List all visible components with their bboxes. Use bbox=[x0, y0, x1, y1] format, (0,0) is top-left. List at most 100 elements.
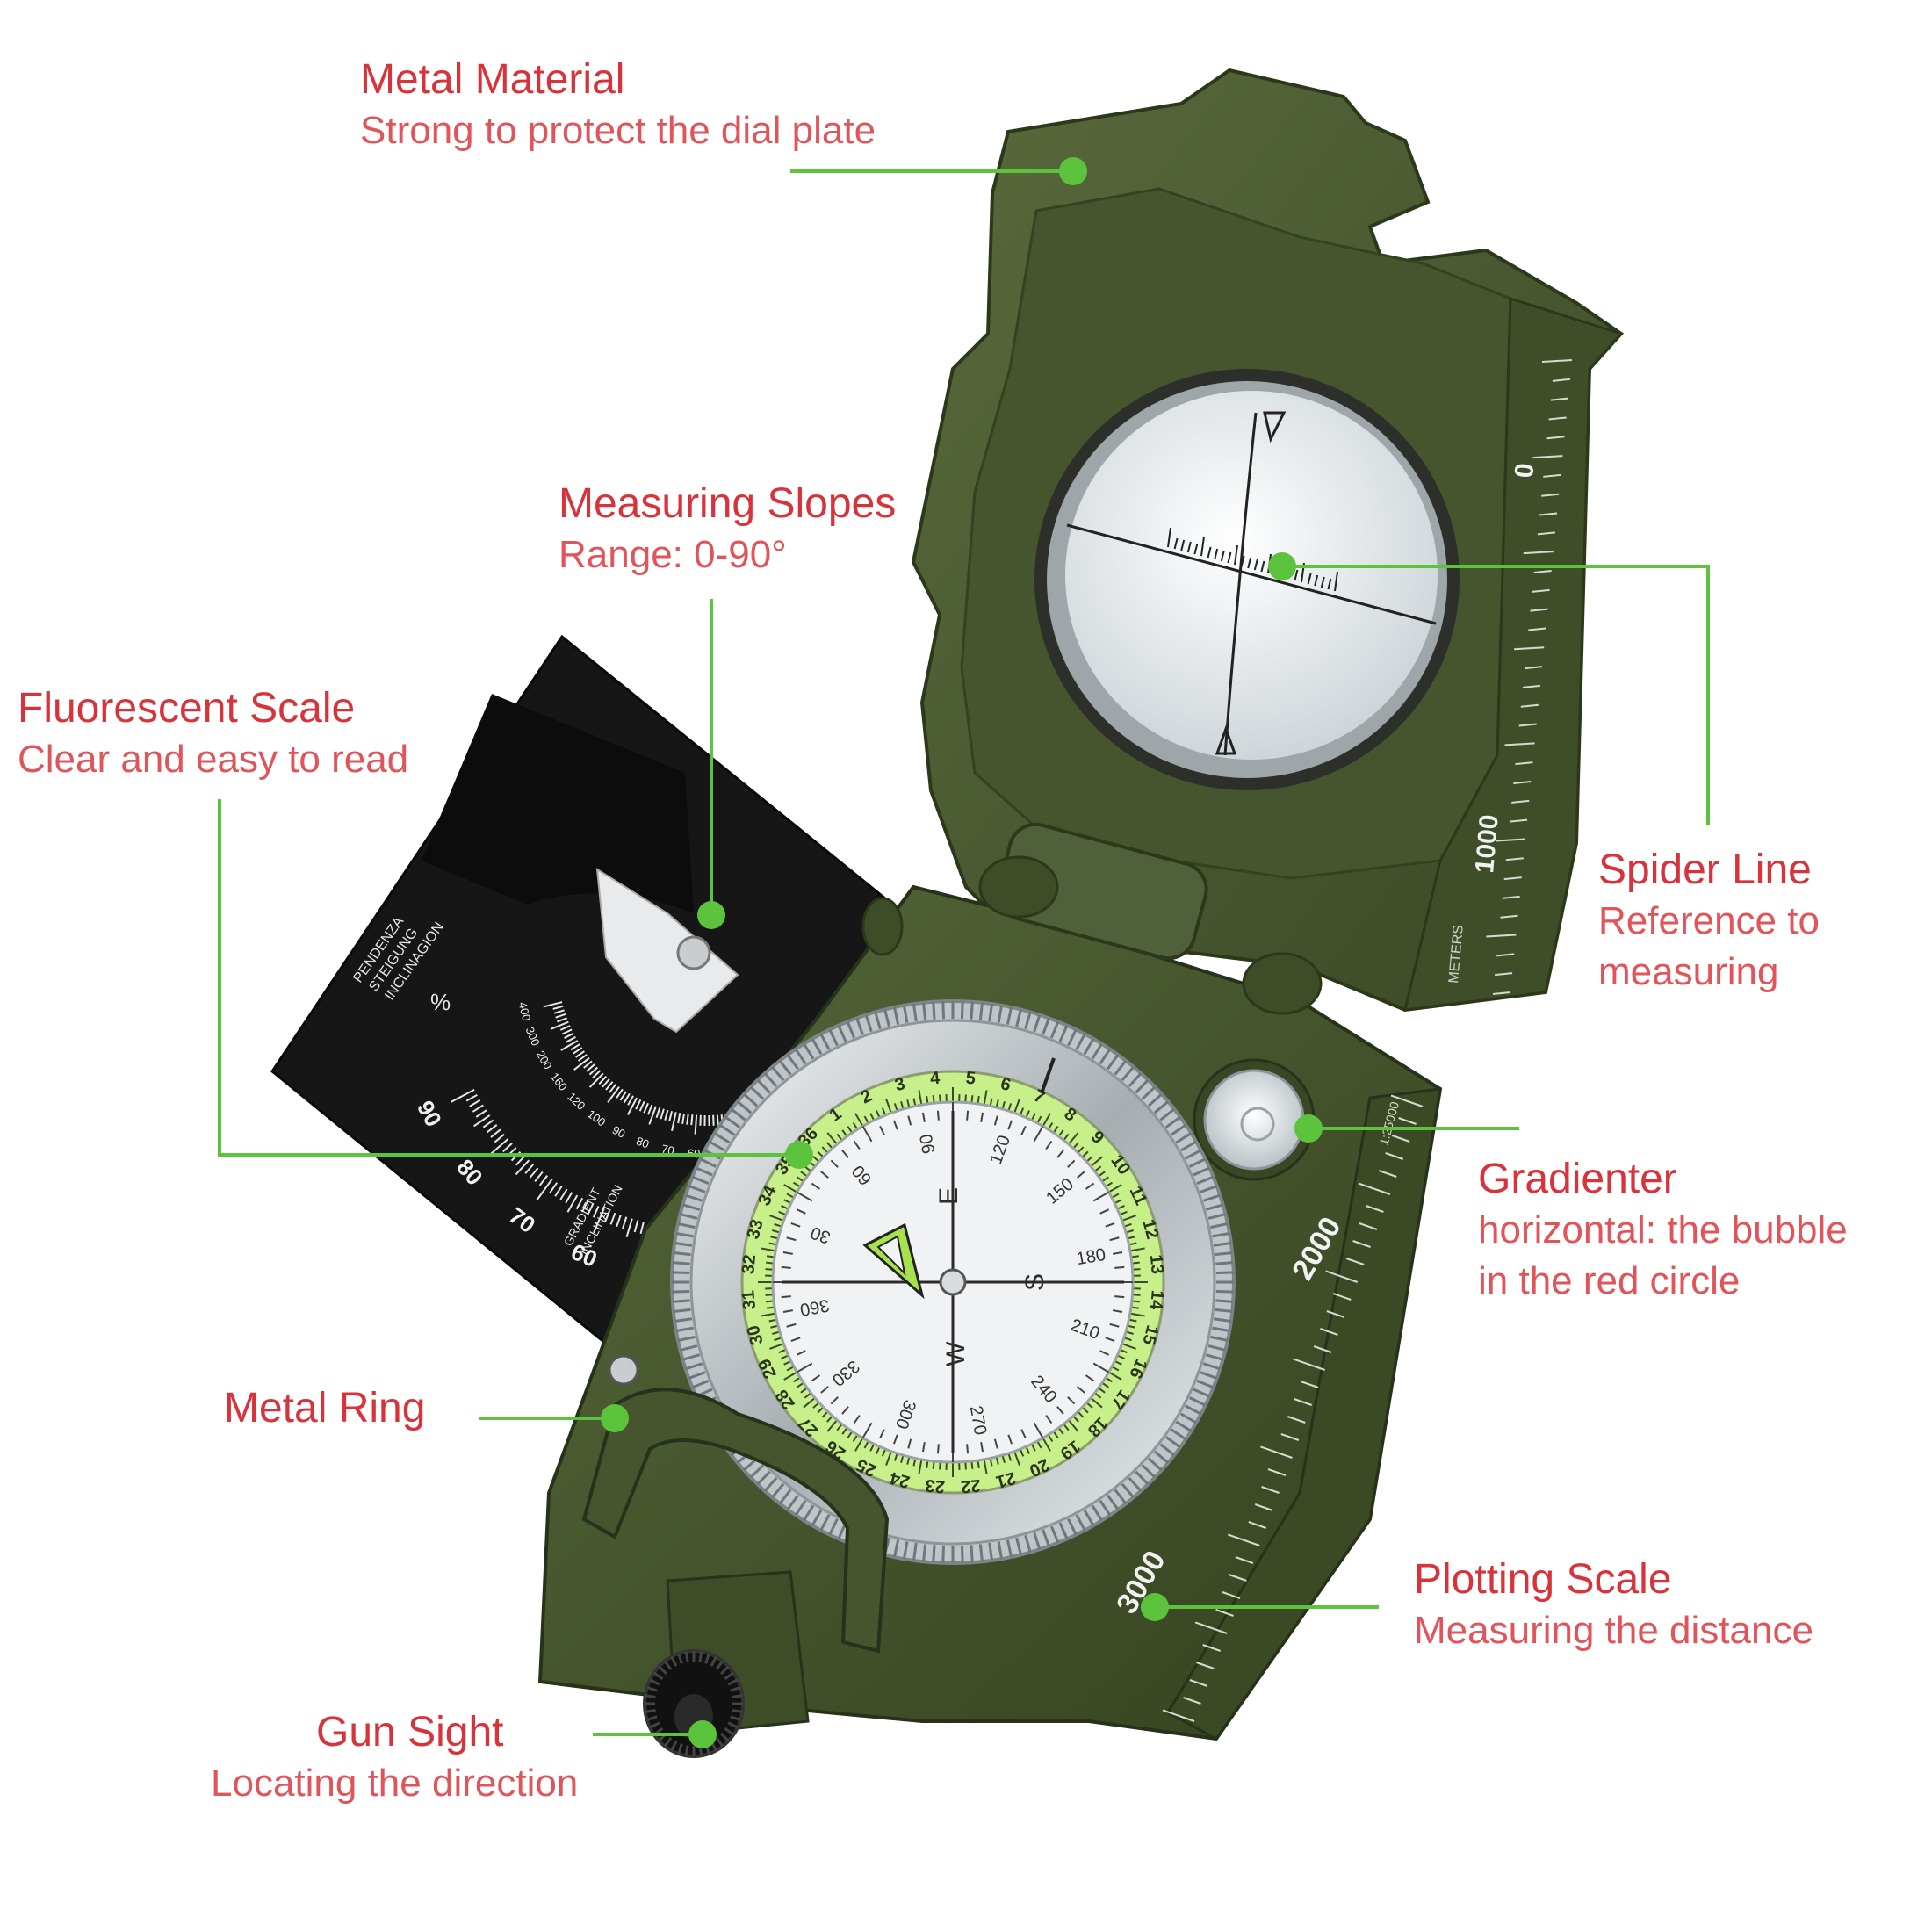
bezel-tick bbox=[847, 1126, 854, 1134]
knurl-tick bbox=[1170, 1428, 1187, 1441]
knurl-tick bbox=[1153, 1100, 1170, 1114]
bezel-tick bbox=[1123, 1337, 1132, 1342]
base-ruler-tick bbox=[1391, 1135, 1410, 1143]
bezel-tick bbox=[1090, 1156, 1103, 1167]
clino-degree-tick bbox=[536, 1179, 553, 1201]
clino-degree-tick bbox=[565, 1192, 573, 1204]
bezel-tick bbox=[792, 1181, 801, 1188]
reticle-tick bbox=[1214, 548, 1219, 560]
base-ruler-tick bbox=[1293, 1358, 1325, 1371]
callout-metal-material: Metal Material Strong to protect the dia… bbox=[360, 54, 876, 156]
knurl-tick bbox=[756, 1078, 771, 1094]
bezel-tick bbox=[1127, 1236, 1135, 1240]
knurl-tick bbox=[675, 1231, 694, 1238]
bezel-tick bbox=[1108, 1371, 1122, 1381]
knurl-tick bbox=[1212, 1326, 1230, 1333]
bezel-tick bbox=[836, 1133, 843, 1142]
clino-degree-tick bbox=[609, 1212, 616, 1225]
clino-degree-tick bbox=[592, 1206, 600, 1218]
knurl-tick bbox=[786, 1054, 799, 1071]
knurl-tick bbox=[1210, 1222, 1229, 1229]
compass-base: 2000 3000 1:25000 bbox=[537, 822, 1443, 1758]
dial-tick bbox=[830, 1396, 839, 1405]
reticle-tick bbox=[1320, 576, 1325, 588]
reticle-tick bbox=[1220, 550, 1225, 562]
knurl-tick bbox=[709, 1140, 725, 1152]
dial-tick bbox=[879, 1125, 885, 1135]
bezel-tick bbox=[770, 1324, 779, 1329]
cardinal-east: E bbox=[934, 1187, 963, 1205]
lid-ruler-tick bbox=[1511, 799, 1530, 804]
clino-percent-tick bbox=[668, 1110, 673, 1122]
bezel-tick bbox=[1025, 1445, 1030, 1454]
knurl-tick bbox=[1083, 1038, 1095, 1055]
base-ruler-tick bbox=[1189, 1679, 1208, 1687]
knurl-tick bbox=[1114, 1059, 1128, 1076]
knurl-tick bbox=[1135, 1470, 1150, 1486]
reticle-tick bbox=[1334, 571, 1338, 592]
dial-tick bbox=[841, 1150, 849, 1158]
bezel-tick bbox=[1068, 1419, 1079, 1432]
knurl-tick bbox=[724, 1115, 741, 1128]
sight-knurl-tick bbox=[730, 1686, 741, 1692]
clino-percent-tick bbox=[577, 1054, 588, 1062]
reticle-tick bbox=[1234, 544, 1238, 566]
bezel-number: 13 bbox=[1146, 1254, 1167, 1275]
callout-desc: Measuring the distance bbox=[1414, 1609, 1813, 1652]
lid-ruler-tick bbox=[1515, 761, 1533, 766]
sight-knurl-tick bbox=[677, 1653, 683, 1664]
lid-ruler-tick bbox=[1537, 531, 1556, 536]
knurl-tick bbox=[1188, 1157, 1207, 1168]
knurl-tick bbox=[672, 1261, 690, 1265]
base-ruler-tick bbox=[1390, 1094, 1424, 1107]
sight-knurl-tick bbox=[649, 1721, 660, 1729]
bezel-tick bbox=[1105, 1181, 1114, 1188]
knurl-tick bbox=[855, 1017, 864, 1035]
dot-metal-ring bbox=[601, 1404, 629, 1432]
dial-tick bbox=[1109, 1236, 1120, 1242]
clino-degree-tick bbox=[581, 1200, 589, 1213]
dial-tick bbox=[1077, 1386, 1085, 1394]
base-ruler-tick bbox=[1366, 1205, 1384, 1213]
bezel-tick bbox=[912, 1098, 917, 1107]
knurl-tick bbox=[1067, 1028, 1078, 1047]
clino-degree-tick bbox=[490, 1128, 501, 1138]
lid-ruler-tick bbox=[1500, 914, 1518, 919]
bezel-tick bbox=[1068, 1132, 1079, 1145]
sight-knurl-tick bbox=[658, 1665, 667, 1676]
lid-scale-0: 0 bbox=[1510, 462, 1539, 479]
clino-degree-tick bbox=[622, 1216, 628, 1229]
clino-percent-tick bbox=[699, 1114, 702, 1126]
base-ruler-tick bbox=[1287, 1416, 1306, 1424]
clino-degree-tick bbox=[639, 1221, 645, 1235]
knurl-tick bbox=[1033, 1532, 1042, 1550]
callout-title: Spider Line bbox=[1598, 847, 1812, 893]
clino-percent-tick bbox=[592, 1070, 602, 1079]
knurl-tick bbox=[828, 1028, 839, 1047]
knurl-tick bbox=[699, 1157, 717, 1168]
lid-ruler-tick bbox=[1532, 455, 1563, 459]
bezel-tick bbox=[893, 1103, 898, 1112]
dot-gradienter bbox=[1294, 1114, 1323, 1143]
clino-percent-tick bbox=[623, 1092, 631, 1104]
dial-tick bbox=[936, 1110, 940, 1121]
dial-tick bbox=[796, 1362, 813, 1373]
knurl-tick bbox=[978, 1002, 984, 1020]
bezel-tick bbox=[836, 1423, 843, 1431]
dial-tick bbox=[980, 1442, 984, 1453]
knurl-tick bbox=[691, 1379, 710, 1389]
bezel-tick bbox=[1007, 1453, 1013, 1461]
dial-tick bbox=[1020, 1125, 1027, 1135]
clino-percent-tick bbox=[677, 1113, 681, 1124]
sight-knurl-tick bbox=[698, 1651, 703, 1662]
sight-knurl-tick bbox=[720, 1665, 730, 1676]
knurl-tick bbox=[1185, 1149, 1202, 1160]
dial-tick bbox=[993, 1438, 998, 1449]
bezel-tick bbox=[1129, 1312, 1145, 1317]
bezel-tick bbox=[1127, 1324, 1135, 1329]
bezel-tick bbox=[912, 1458, 917, 1467]
bezel-tick bbox=[989, 1098, 993, 1107]
clino-percent-tick bbox=[660, 1108, 665, 1120]
dial-center-pivot bbox=[939, 1268, 967, 1296]
